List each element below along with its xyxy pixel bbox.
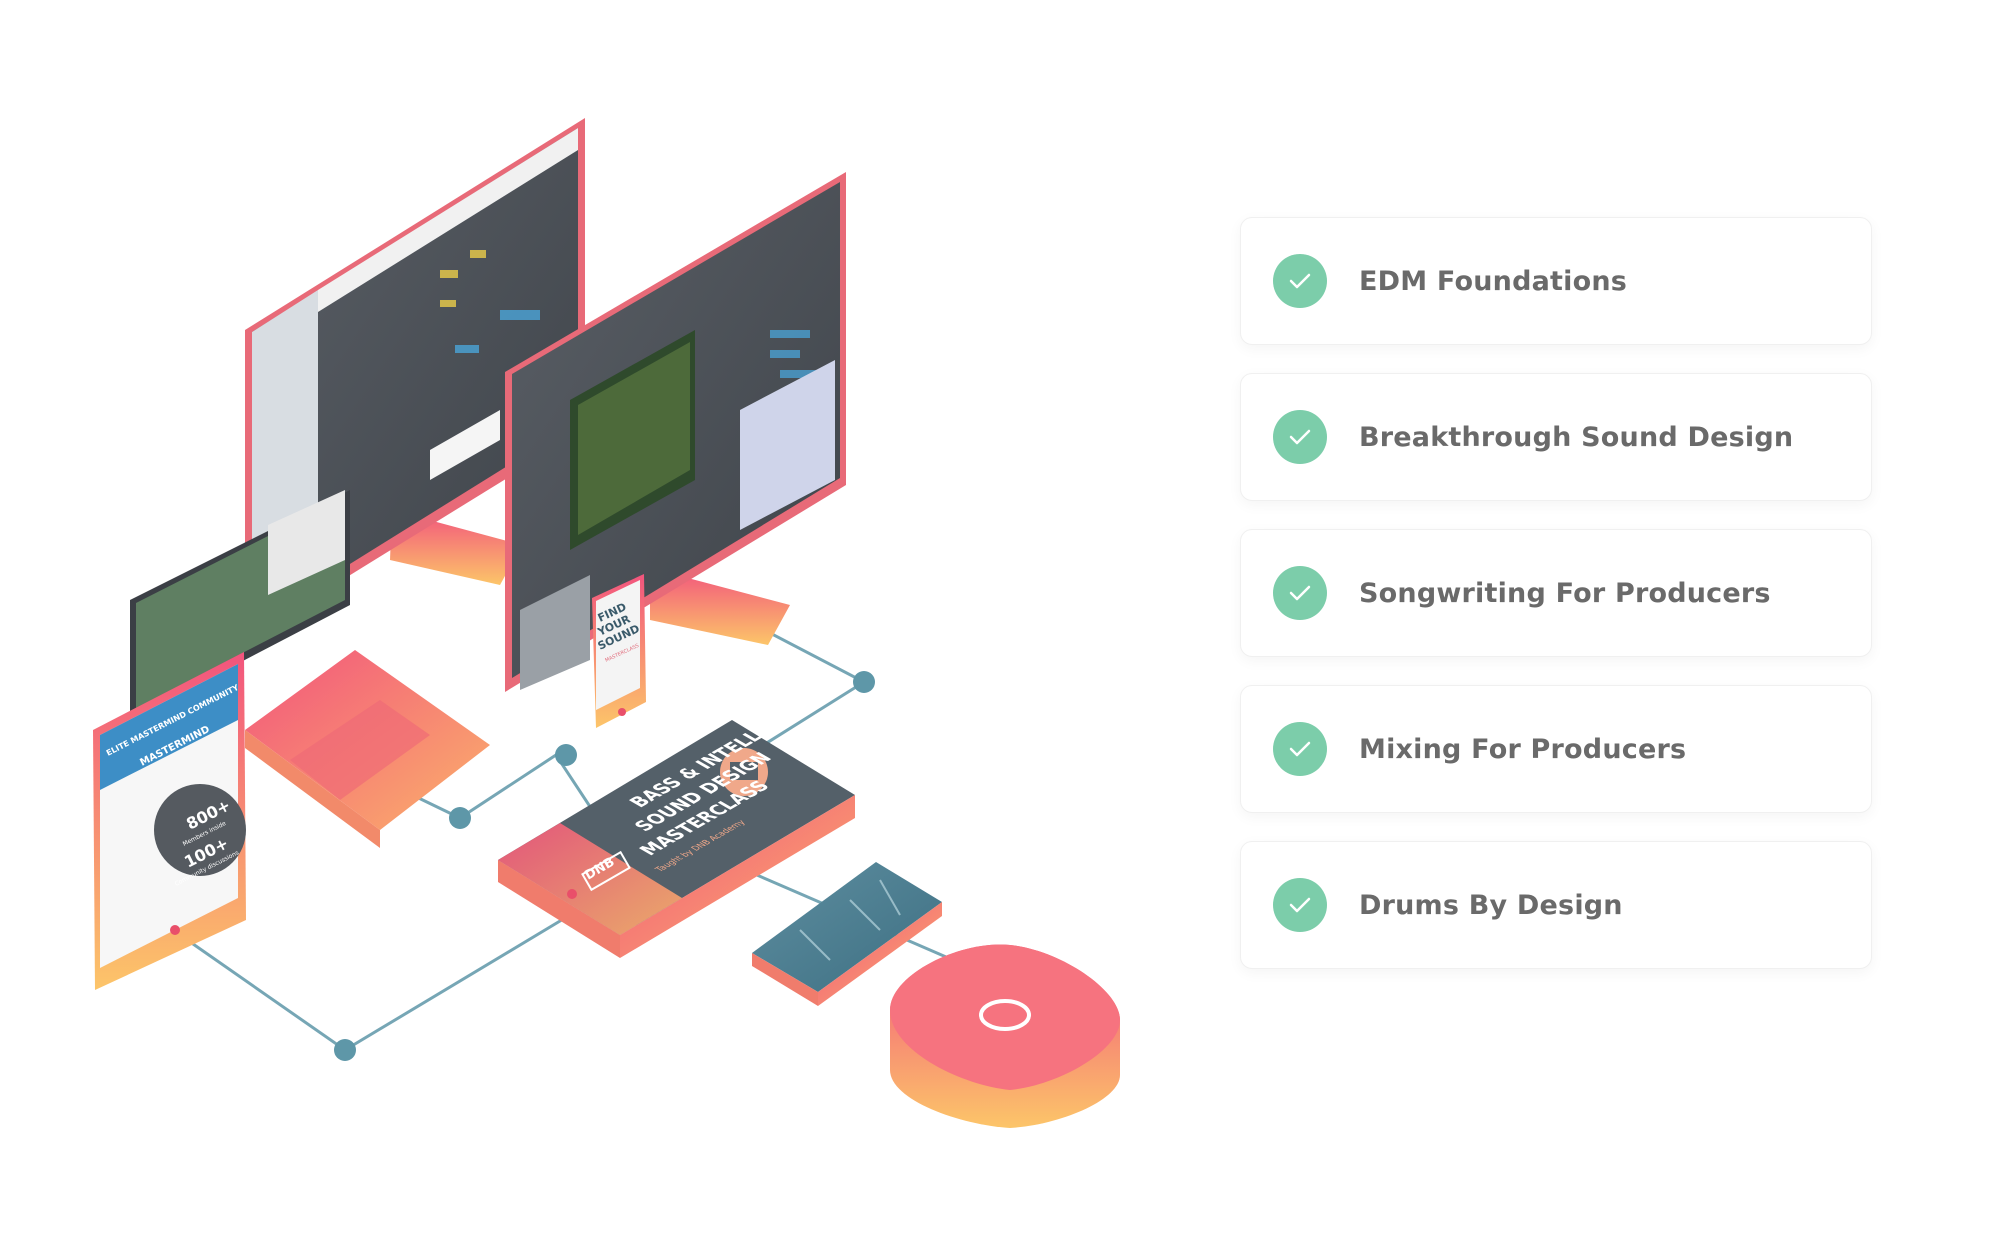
feature-label: Songwriting For Producers [1359,577,1771,609]
feature-card-mixing-for-producers: Mixing For Producers [1240,685,1872,813]
check-icon [1273,410,1327,464]
hub-device [890,944,1120,1128]
feature-label: Breakthrough Sound Design [1359,421,1794,453]
laptop [130,490,490,848]
monitor-right [505,172,846,692]
feature-card-breakthrough-sound-design: Breakthrough Sound Design [1240,373,1872,501]
feature-label: Mixing For Producers [1359,733,1687,765]
tablet-center: BASS & INTELLIGENT SOUND DESIGN MASTERCL… [498,699,855,958]
tablet-left: ELITE MASTERMIND COMMUNITY MASTERMIND 80… [93,652,246,990]
feature-card-edm-foundations: EDM Foundations [1240,217,1872,345]
check-icon [1273,722,1327,776]
feature-list: EDM Foundations Breakthrough Sound Desig… [1240,217,1872,997]
feature-card-songwriting-for-producers: Songwriting For Producers [1240,529,1872,657]
check-icon [1273,878,1327,932]
phone-lower [752,862,942,1006]
devices-illustration: ELITE MASTERMIND COMMUNITY MASTERMIND 80… [93,118,1120,1128]
check-icon [1273,566,1327,620]
phone-find-your-sound: FIND YOUR SOUND MASTERCLASS [592,574,646,728]
connector-nodes [334,671,875,1061]
feature-card-drums-by-design: Drums By Design [1240,841,1872,969]
check-icon [1273,254,1327,308]
feature-label: Drums By Design [1359,889,1623,921]
feature-label: EDM Foundations [1359,265,1628,297]
